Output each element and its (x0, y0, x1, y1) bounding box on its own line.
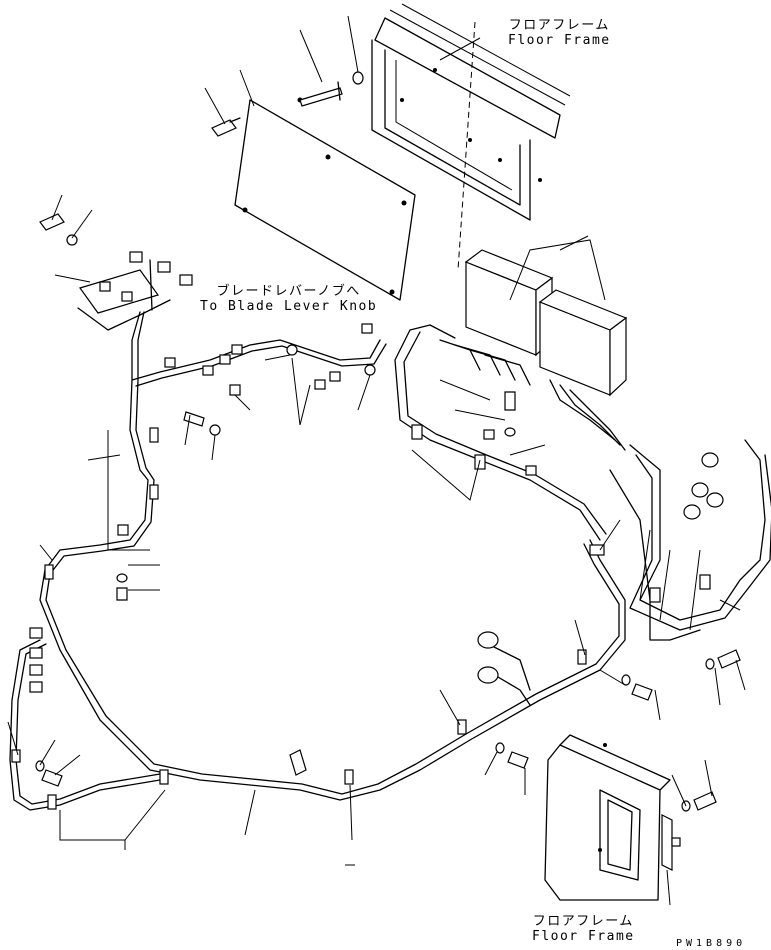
cover-plate (234, 97, 416, 301)
relay-bracket (77, 251, 193, 331)
ribbon-connectors (439, 339, 626, 451)
mounting-bolts (35, 391, 741, 812)
floor-frame-bottom-jp: フロアフレーム (532, 914, 634, 929)
controller-left (464, 249, 554, 357)
floor-frame-bottom-en: Floor Frame (532, 929, 635, 944)
cover-bolt-small (211, 117, 241, 137)
floor-frame-top (371, 3, 571, 271)
floor-frame-bottom (544, 734, 671, 901)
bracket-bolt (39, 213, 78, 246)
harness-clamps (11, 384, 711, 810)
blade-lever-label: ブレードレバーノブへ To Blade Lever Knob (200, 284, 377, 314)
relay-switch (661, 814, 681, 871)
harness-connectors (29, 323, 724, 776)
cover-washer (352, 71, 364, 85)
main-harness (9, 311, 771, 811)
floor-frame-top-jp: フロアフレーム (508, 18, 610, 33)
blade-lever-en: To Blade Lever Knob (200, 299, 378, 314)
controller-right (538, 289, 628, 397)
drawing-code: PW1B890 (676, 938, 747, 949)
floor-frame-bottom-label: フロアフレーム Floor Frame (532, 914, 635, 944)
cover-bolt (299, 81, 343, 107)
floor-frame-top-label: フロアフレーム Floor Frame (508, 18, 611, 48)
blade-lever-jp: ブレードレバーノブへ (216, 284, 361, 299)
floor-frame-top-en: Floor Frame (508, 33, 611, 48)
